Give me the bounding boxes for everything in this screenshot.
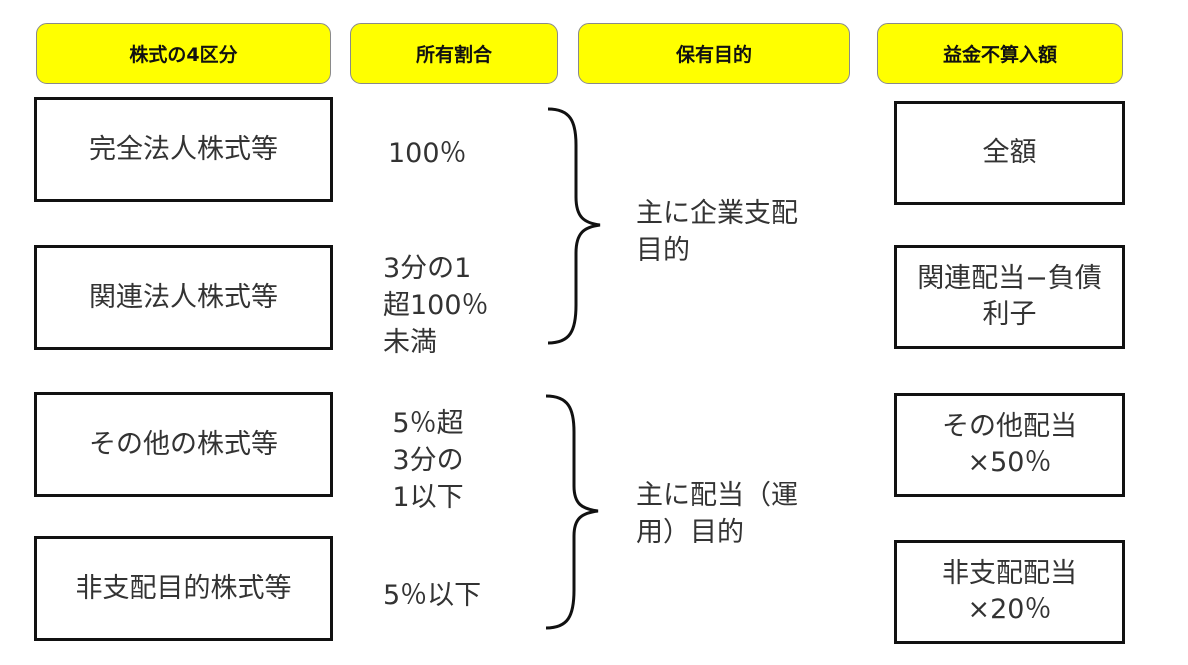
category-label: 非支配目的株式等 — [75, 572, 292, 604]
exclusion-line: 関連配当−負債 — [917, 263, 1102, 294]
purpose-line: 用）目的 — [636, 517, 744, 548]
ownership-line: 未満 — [383, 327, 437, 358]
exclusion-box-wholly-owned: 全額 — [894, 101, 1125, 205]
exclusion-line: ×50％ — [967, 447, 1052, 478]
header-exclusion: 益金不算入額 — [877, 23, 1123, 84]
purpose-line: 主に企業支配 — [636, 198, 798, 229]
ownership-text-non-controlling: 5％以下 — [383, 577, 481, 614]
category-label: 関連法人株式等 — [89, 281, 278, 313]
purpose-line: 主に配当（運 — [636, 480, 798, 511]
ownership-line: 超100％ — [383, 290, 489, 321]
header-category: 株式の4区分 — [36, 23, 331, 84]
exclusion-line: 利子 — [982, 299, 1037, 330]
ownership-line: 100％ — [388, 138, 467, 169]
category-box-non-controlling: 非支配目的株式等 — [34, 536, 333, 641]
exclusion-line: 非支配配当 — [942, 558, 1077, 589]
ownership-text-other: 5％超 3分の 1以下 — [378, 405, 478, 516]
ownership-text-related: 3分の1 超100％ 未満 — [383, 250, 489, 361]
ownership-line: 3分の — [392, 445, 464, 476]
category-box-wholly-owned: 完全法人株式等 — [34, 97, 333, 202]
exclusion-box-related: 関連配当−負債利子 — [894, 245, 1125, 349]
category-label: その他の株式等 — [89, 428, 278, 460]
exclusion-line: ×20％ — [967, 594, 1052, 625]
ownership-line: 5％以下 — [383, 580, 482, 611]
exclusion-box-non-controlling: 非支配配当 ×20％ — [894, 540, 1125, 644]
brace-lower — [545, 394, 599, 630]
category-box-other: その他の株式等 — [34, 392, 333, 497]
purpose-line: 目的 — [636, 235, 690, 266]
exclusion-box-other: その他配当 ×50％ — [894, 393, 1125, 497]
purpose-text-dividend: 主に配当（運 用）目的 — [636, 477, 798, 551]
ownership-text-wholly-owned: 100％ — [388, 135, 467, 172]
header-ownership: 所有割合 — [350, 23, 558, 84]
brace-upper — [547, 107, 601, 345]
ownership-line: 3分の1 — [383, 253, 472, 284]
ownership-line: 1以下 — [392, 482, 464, 513]
exclusion-line: その他配当 — [942, 411, 1077, 442]
category-label: 完全法人株式等 — [89, 133, 278, 165]
purpose-text-control: 主に企業支配 目的 — [636, 195, 798, 269]
category-box-related: 関連法人株式等 — [34, 245, 333, 350]
header-purpose: 保有目的 — [578, 23, 850, 84]
ownership-line: 5％超 — [392, 408, 464, 439]
exclusion-line: 全額 — [982, 137, 1037, 168]
